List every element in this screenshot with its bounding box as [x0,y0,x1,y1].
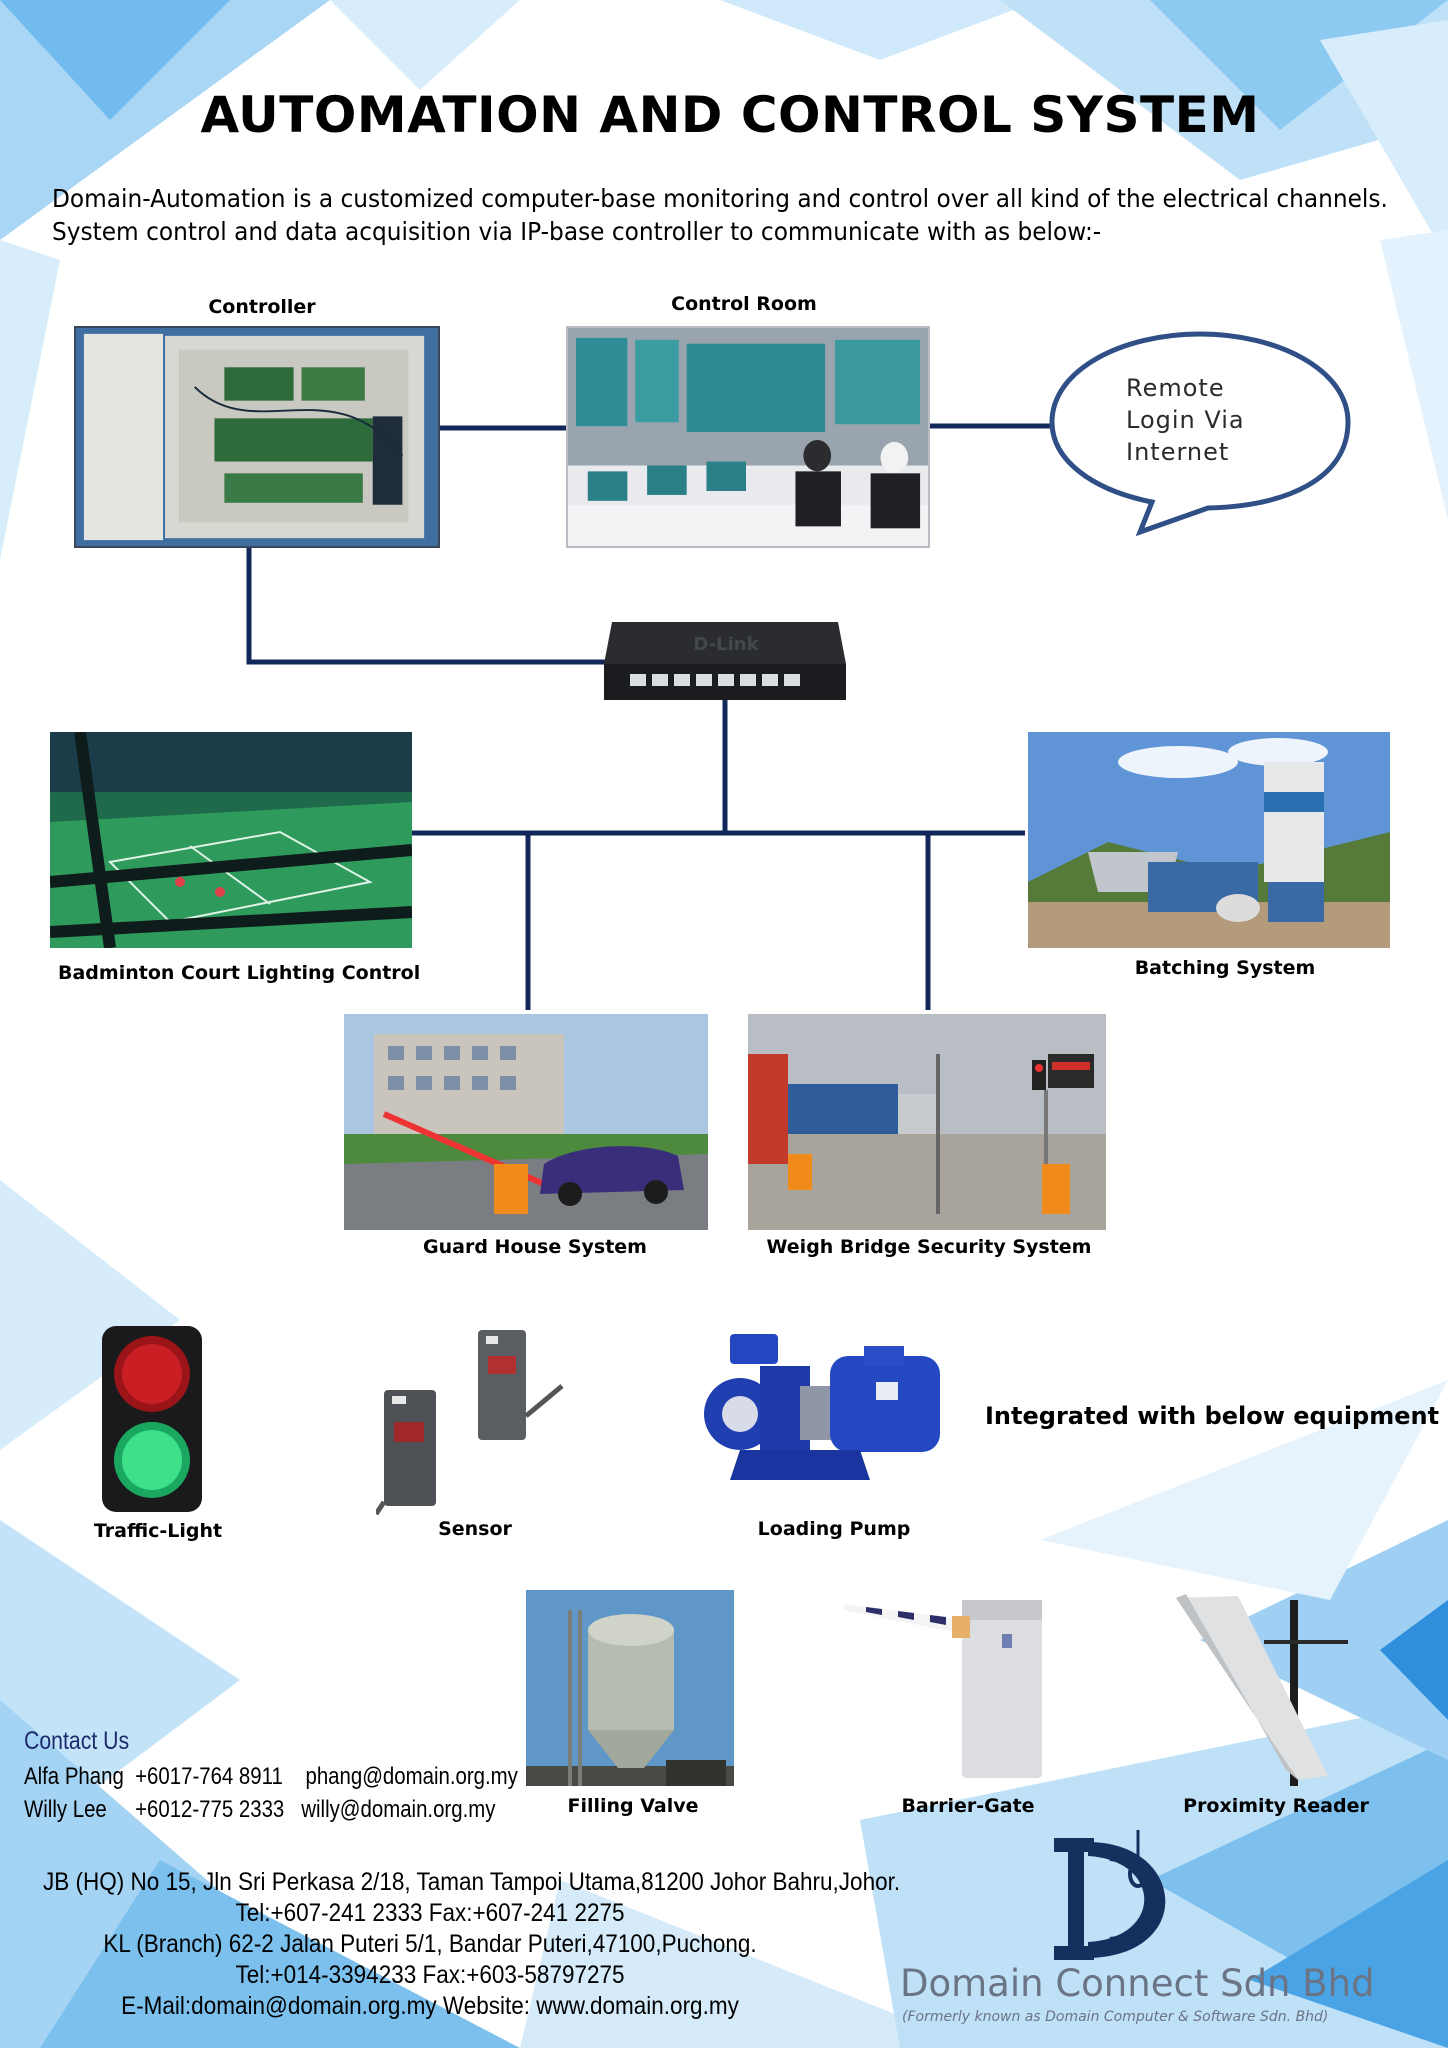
company-name: Domain Connect Sdn Bhd [900,1962,1375,2005]
sensor-label: Sensor [438,1518,512,1540]
control-room-label: Control Room [671,293,817,315]
contact-willy: Willy Lee +6012-775 2333 willy@domain.or… [24,1796,496,1823]
guard-house-image [344,1014,708,1230]
intro-line-1: Domain-Automation is a customized comput… [52,184,1388,213]
traffic-light-label: Traffic-Light [93,1520,223,1542]
controller-image [74,326,440,548]
loading-pump-label: Loading Pump [757,1518,911,1540]
address-kl: KL (Branch) 62-2 Jalan Puteri 5/1, Banda… [103,1930,757,1958]
weigh-bridge-label: Weigh Bridge Security System [766,1236,1092,1258]
network-connectors [246,423,1050,1010]
contact-heading: Contact Us [24,1727,130,1755]
page-title: AUTOMATION AND CONTROL SYSTEM [200,86,1260,144]
proximity-reader-label: Proximity Reader [1183,1795,1369,1817]
proximity-reader-image [1176,1594,1348,1786]
sensor-image [376,1330,564,1516]
address-email: E-Mail:domain@domain.org.my Website: www… [121,1992,739,2020]
domain-logo-icon [1054,1830,1166,1960]
address-hq-tel: Tel:+607-241 2333 Fax:+607-241 2275 [235,1899,625,1927]
control-room-image [566,326,930,548]
filling-valve-image [526,1590,734,1786]
integrated-heading: Integrated with below equipment [985,1402,1440,1430]
address-kl-tel: Tel:+014-3394233 Fax:+603-58797275 [235,1961,625,1989]
badminton-label: Badminton Court Lighting Control [58,962,421,984]
address-hq: JB (HQ) No 15, Jln Sri Perkasa 2/18, Tam… [43,1868,901,1896]
weigh-bridge-image [748,1014,1106,1230]
traffic-light-image [102,1326,202,1512]
badminton-court-image [50,732,412,948]
intro-text: Domain-Automation is a customized comput… [52,182,1388,248]
contact-alfa: Alfa Phang +6017-764 8911 phang@domain.o… [24,1763,518,1790]
remote-login-text: Remote Login Via Internet [1126,374,1245,466]
switch-brand: D-Link [693,634,759,655]
barrier-gate-label: Barrier-Gate [901,1795,1035,1817]
filling-valve-label: Filling Valve [567,1795,699,1817]
controller-label: Controller [208,296,316,318]
loading-pump-image [704,1334,940,1480]
barrier-gate-image [844,1600,1042,1778]
batching-system-image [1028,732,1390,948]
company-former-name: (Formerly known as Domain Computer & Sof… [902,2009,1329,2025]
batching-label: Batching System [1134,957,1316,979]
guard-house-label: Guard House System [423,1236,647,1258]
intro-line-2: System control and data acquisition via … [52,217,1102,246]
network-switch-image: D-Link [604,622,846,700]
remote-login-bubble [1049,331,1351,536]
